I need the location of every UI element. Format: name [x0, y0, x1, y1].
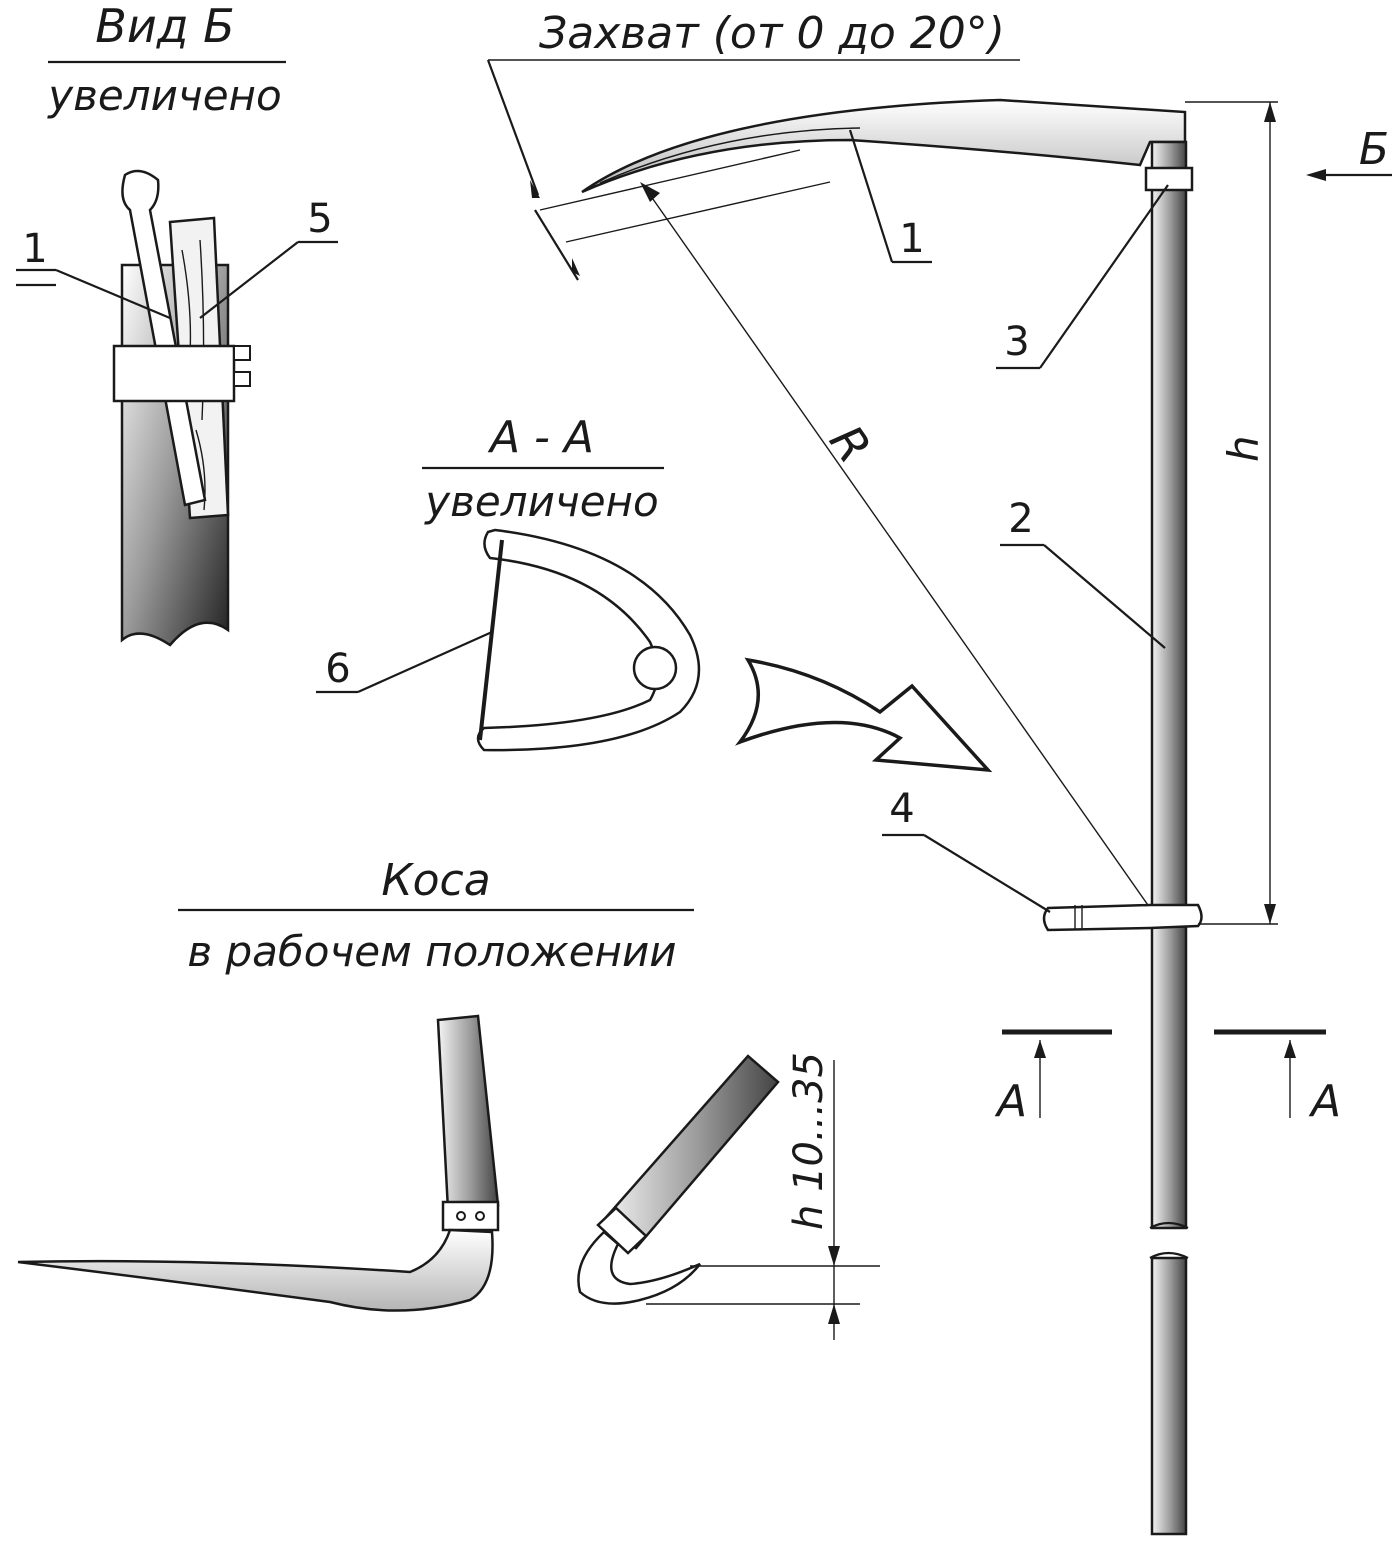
main-handle-lower	[1150, 1256, 1188, 1536]
working-position: Коса в рабочем положении h 10...35	[17, 855, 880, 1340]
main-callout-4: 4	[889, 786, 914, 832]
view-b-callout-5: 5	[307, 196, 332, 242]
direction-arrow	[734, 657, 993, 773]
height-label: h	[1219, 435, 1268, 462]
section-aa-subtitle: увеличено	[423, 477, 658, 526]
main-callout-3: 3	[1004, 319, 1029, 365]
view-b-callout-1: 1	[22, 226, 47, 272]
main-callout-2: 2	[1008, 496, 1033, 542]
main-view: Захват (от 0 до 20°) R h	[486, 8, 1392, 1536]
working-dimension-label: h 10...35	[786, 1052, 832, 1230]
view-marker-b: Б	[1359, 124, 1389, 175]
main-hand-grip	[1042, 903, 1203, 932]
working-position-title: Коса	[381, 855, 490, 906]
grip-angle-label: Захват (от 0 до 20°)	[539, 8, 1005, 59]
working-blade-small	[577, 1230, 701, 1305]
working-blade	[17, 1228, 494, 1312]
radius-label: R	[819, 415, 882, 472]
radius-line	[647, 191, 1151, 909]
working-position-subtitle: в рабочем положении	[187, 927, 676, 976]
working-ring	[441, 1200, 500, 1232]
view-b-detail: Вид Б увеличено 1 5	[16, 0, 338, 647]
view-b-tang	[121, 169, 207, 507]
main-callout-1: 1	[899, 216, 924, 262]
main-ring	[1144, 166, 1194, 192]
section-a-a: А - А увеличено 6	[316, 412, 993, 773]
section-aa-profile	[476, 528, 701, 752]
section-marker-left: А	[994, 1076, 1027, 1127]
view-b-subtitle: увеличено	[46, 71, 281, 120]
view-b-ring	[112, 344, 236, 403]
section-aa-callout-6: 6	[325, 646, 350, 692]
section-aa-title: А - А	[487, 412, 594, 463]
main-handle-upper	[1150, 140, 1188, 1230]
view-b-title: Вид Б	[95, 0, 234, 53]
section-marker-right: А	[1308, 1076, 1341, 1127]
working-handle	[436, 1014, 500, 1212]
main-blade	[581, 98, 1187, 194]
